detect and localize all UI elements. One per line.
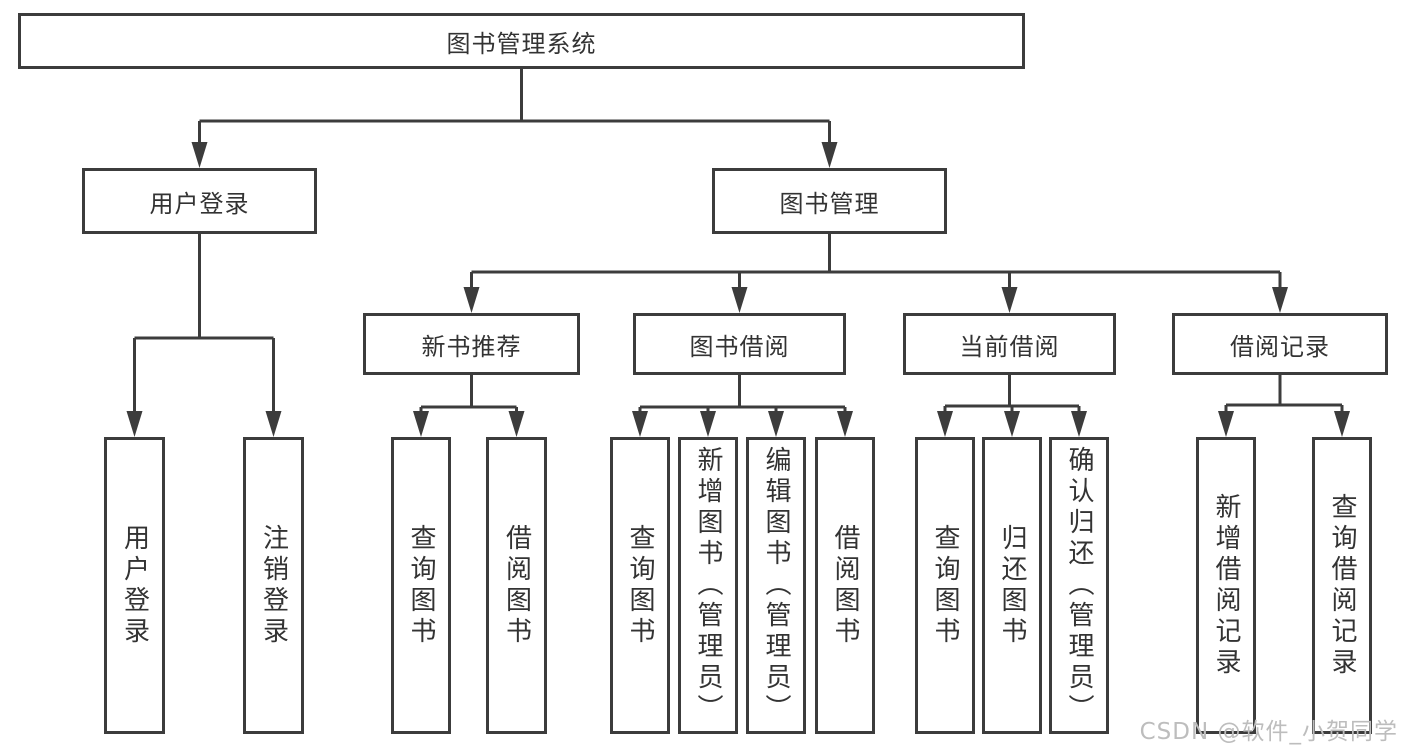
leaf-edit-book-admin: 编辑图书（管理员） [746,437,806,734]
node-new-book-recommend: 新书推荐 [363,313,580,375]
leaf-query-borrow-record: 查询借阅记录 [1312,437,1372,734]
node-book-management: 图书管理 [712,168,947,234]
leaf-logout: 注销登录 [243,437,304,734]
node-user-login: 用户登录 [82,168,317,234]
leaf-query-books-borrow: 查询图书 [610,437,670,734]
leaf-borrow-books-recommend: 借阅图书 [486,437,547,734]
leaf-add-book-admin: 新增图书（管理员） [678,437,738,734]
node-borrow-records: 借阅记录 [1172,313,1388,375]
leaf-borrow-books: 借阅图书 [815,437,875,734]
csdn-watermark: CSDN @软件_小贺同学 [1139,719,1398,745]
leaf-query-books-current: 查询图书 [915,437,975,734]
node-book-borrow: 图书借阅 [633,313,846,375]
leaf-query-books-recommend: 查询图书 [391,437,451,734]
connector-path [133,69,1344,414]
arrowheads [126,142,1350,437]
leaf-return-book: 归还图书 [982,437,1042,734]
leaf-user-login: 用户登录 [104,437,165,734]
leaf-add-borrow-record: 新增借阅记录 [1196,437,1256,734]
node-library-system: 图书管理系统 [18,13,1025,69]
leaf-confirm-return-admin: 确认归还（管理员） [1049,437,1109,734]
node-current-borrow: 当前借阅 [903,313,1116,375]
